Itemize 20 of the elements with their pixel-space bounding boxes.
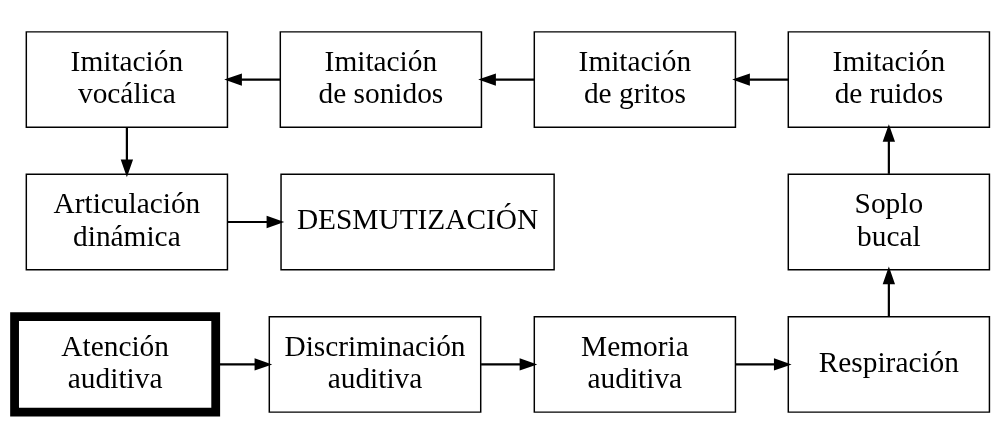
node-box: Respiración — [787, 315, 991, 413]
arrow — [478, 72, 535, 86]
node-box: Memoria auditiva — [533, 315, 737, 413]
arrow — [735, 357, 792, 371]
arrow — [120, 127, 134, 177]
arrow — [227, 215, 285, 228]
arrow — [481, 357, 538, 371]
node-box: Imitación de ruidos — [787, 30, 991, 128]
arrow — [732, 72, 789, 86]
node-box: Imitación de sonidos — [279, 30, 483, 128]
arrow — [224, 72, 281, 86]
node-box: Atención auditiva — [10, 311, 221, 417]
node-box: Discriminación auditiva — [268, 315, 482, 413]
node-box: DESMUTIZACIÓN — [280, 173, 555, 270]
node-box: Imitación vocálica — [25, 30, 229, 128]
node-box: Soplo bucal — [787, 173, 991, 270]
arrow — [882, 123, 896, 174]
node-box: Articulación dinámica — [25, 173, 229, 270]
arrow — [882, 266, 896, 316]
node-box: Imitación de gritos — [533, 30, 737, 128]
